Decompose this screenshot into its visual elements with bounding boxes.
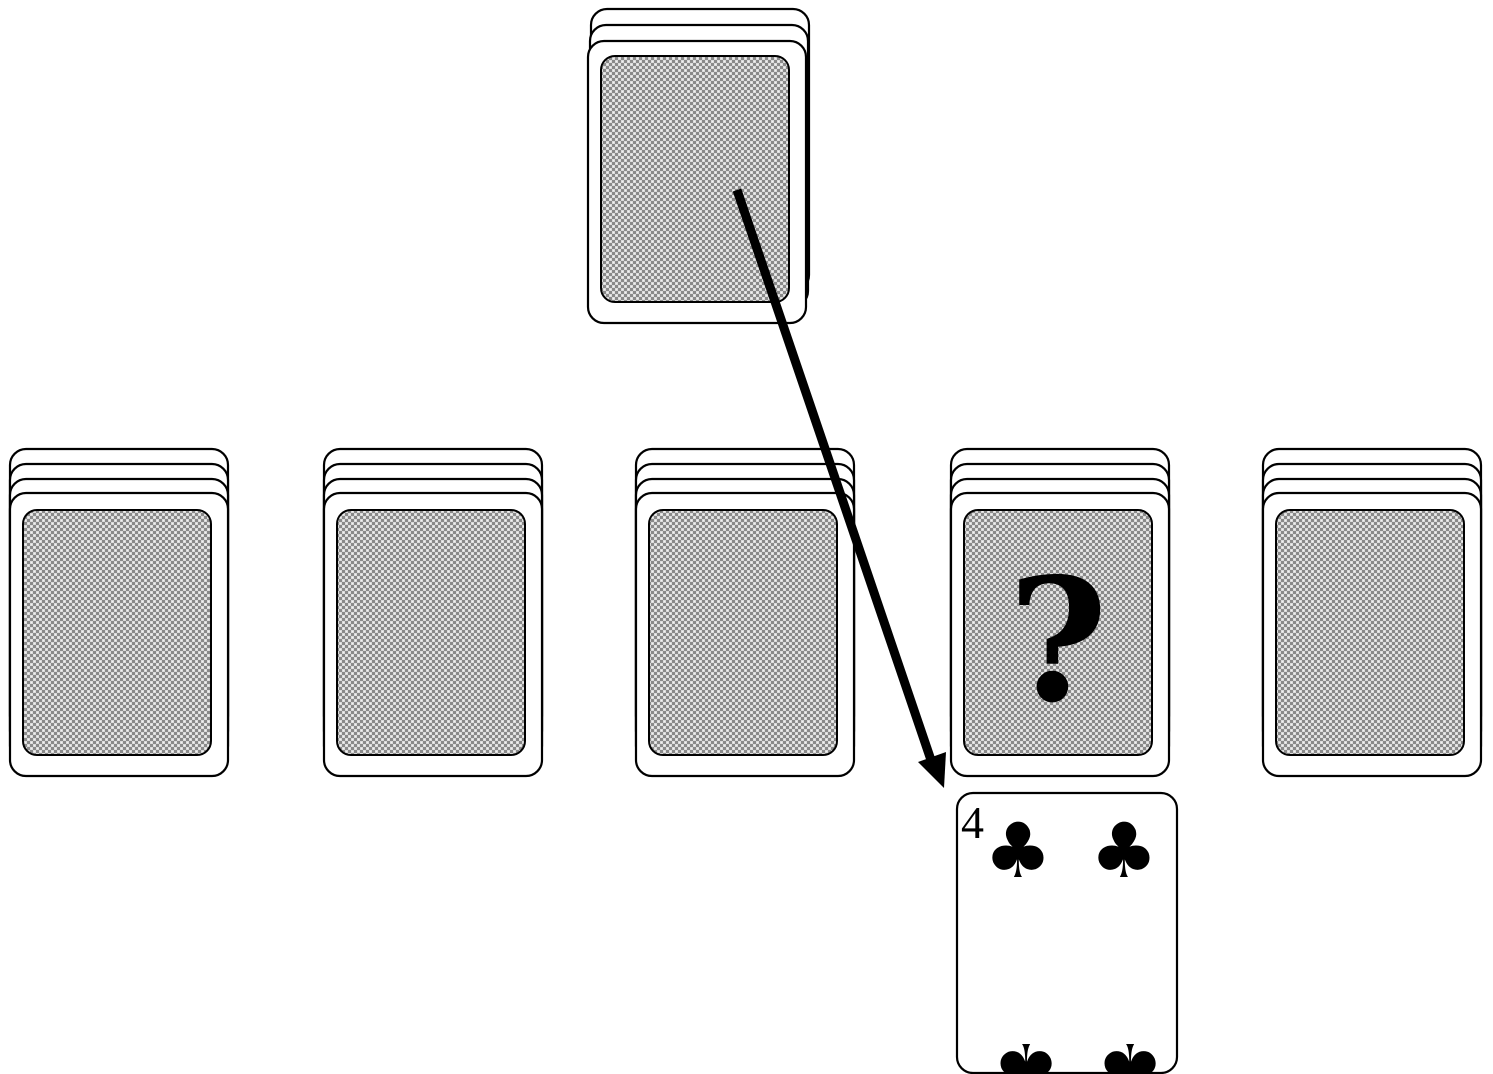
arrow-shaft — [732, 188, 937, 765]
card-back-face — [600, 55, 790, 303]
draw-arrow — [732, 188, 946, 788]
drawn-card-four-of-clubs[interactable]: 4 ♣ ♣ ♣ ♣ — [955, 791, 1179, 1074]
pile-2[interactable] — [322, 447, 544, 778]
club-pip-icon: ♣ — [1090, 806, 1158, 895]
card-back-face — [22, 509, 212, 756]
card-back-face — [648, 509, 838, 756]
club-pip-icon: ♣ — [984, 806, 1052, 895]
card-back-face — [1275, 509, 1465, 756]
pile-4[interactable]: ? — [949, 447, 1171, 778]
pile-3[interactable] — [634, 447, 856, 778]
card-back-face — [963, 509, 1153, 756]
arrow-head-icon — [918, 752, 946, 788]
card-back-face — [336, 509, 526, 756]
pile-row: ? — [8, 447, 1483, 778]
club-pip-icon: ♣ — [992, 1026, 1060, 1074]
question-mark-icon: ? — [1008, 541, 1108, 741]
drawn-card-outline — [955, 791, 1179, 1074]
pile-5[interactable] — [1261, 447, 1483, 778]
card-rank-label: 4 — [961, 797, 984, 848]
pile-1[interactable] — [8, 447, 230, 778]
draw-deck[interactable] — [586, 7, 811, 325]
club-pip-icon: ♣ — [1096, 1026, 1164, 1074]
